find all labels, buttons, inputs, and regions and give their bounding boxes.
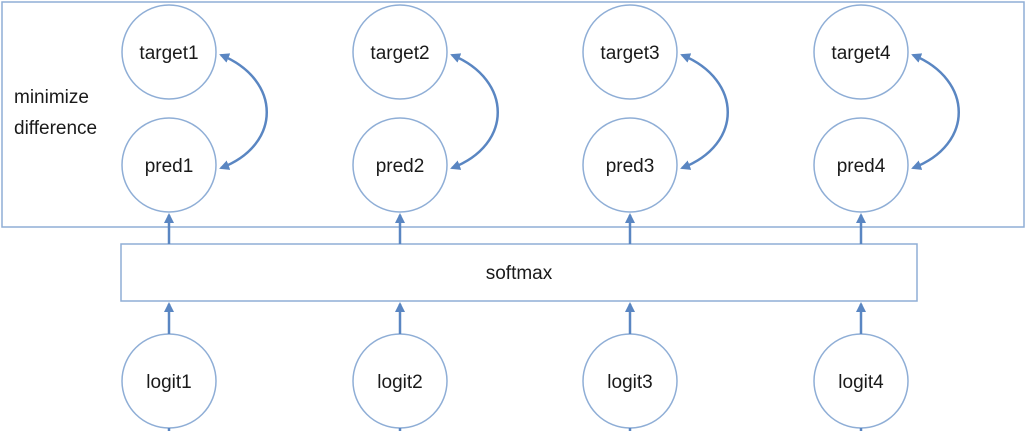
column-3: target3 pred3 logit3 bbox=[582, 4, 729, 431]
target-label: target1 bbox=[139, 43, 198, 64]
pred-node bbox=[813, 117, 909, 213]
minimize-difference-box bbox=[1, 1, 1025, 228]
softmax-label: softmax bbox=[486, 263, 553, 284]
target-label: target2 bbox=[370, 43, 429, 64]
compare-arrow bbox=[911, 53, 960, 170]
pred-node bbox=[582, 117, 678, 213]
logit-label: logit1 bbox=[146, 372, 191, 393]
target-label: target3 bbox=[600, 43, 659, 64]
target-node bbox=[121, 4, 217, 100]
target-node bbox=[813, 4, 909, 100]
column-1: target1 pred1 logit1 bbox=[121, 4, 268, 431]
column-2: target2 pred2 logit2 bbox=[352, 4, 499, 431]
pred-label: pred1 bbox=[145, 156, 194, 177]
target-node bbox=[352, 4, 448, 100]
logit-label: logit3 bbox=[607, 372, 652, 393]
softmax-box bbox=[120, 243, 918, 302]
compare-arrow bbox=[219, 53, 268, 170]
compare-arrow bbox=[450, 53, 499, 170]
target-label: target4 bbox=[831, 43, 891, 64]
group-label-line2: difference bbox=[14, 118, 97, 139]
logit-label: logit4 bbox=[838, 372, 884, 393]
column-4: target4 pred4 logit4 bbox=[813, 4, 960, 431]
logit-label: logit2 bbox=[377, 372, 422, 393]
pred-label: pred4 bbox=[837, 156, 886, 177]
pred-node bbox=[121, 117, 217, 213]
group-label-line1: minimize bbox=[14, 87, 89, 108]
pred-label: pred3 bbox=[606, 156, 655, 177]
compare-arrow bbox=[680, 53, 729, 170]
target-node bbox=[582, 4, 678, 100]
pred-label: pred2 bbox=[376, 156, 425, 177]
pred-node bbox=[352, 117, 448, 213]
